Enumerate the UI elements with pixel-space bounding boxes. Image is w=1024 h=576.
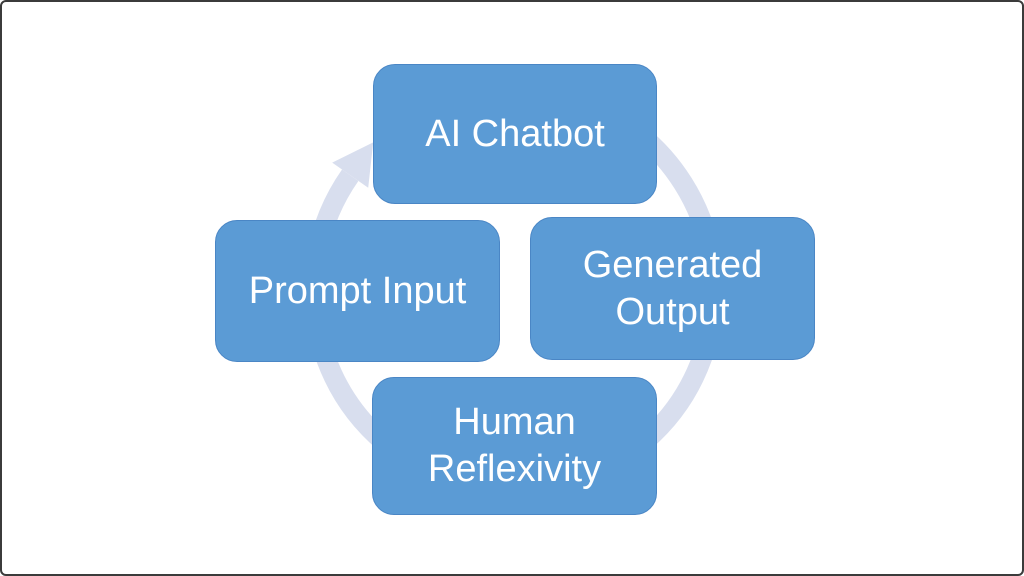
node-human-reflexivity: Human Reflexivity: [372, 377, 657, 515]
node-prompt-input-label: Prompt Input: [248, 269, 467, 312]
node-prompt-input: Prompt Input: [215, 220, 500, 362]
node-ai-chatbot-label: AI Chatbot: [425, 112, 605, 155]
node-ai-chatbot: AI Chatbot: [373, 64, 657, 204]
node-human-reflexivity-label: Human Reflexivity: [427, 401, 602, 490]
node-generated-output: Generated Output: [530, 217, 815, 360]
node-generated-output-label: Generated Output: [582, 243, 763, 333]
